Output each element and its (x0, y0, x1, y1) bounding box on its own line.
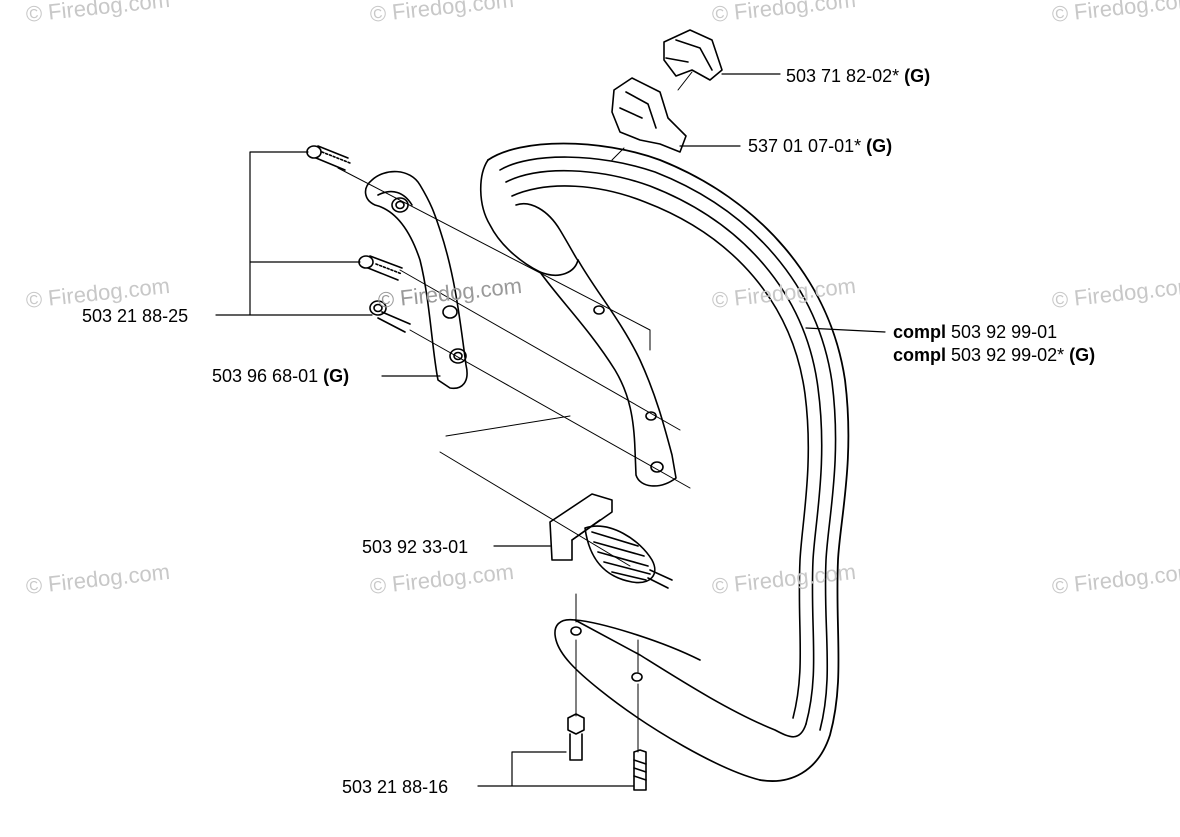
screw-bottom-right (633, 749, 647, 791)
clip-upper (663, 29, 723, 81)
part-prefix: compl (893, 345, 947, 365)
part-number: 503 92 33-01 (362, 537, 469, 557)
label-compl-503-92-99-01: compl 503 92 99-01 (893, 322, 1057, 342)
part-prefix: compl (893, 322, 947, 342)
assembly-lines (337, 71, 693, 753)
part-number: 503 21 88-16 (342, 777, 449, 797)
part-number: 503 96 68-01 (212, 366, 319, 386)
part-suffix: (G) (1069, 345, 1096, 365)
part-number: 537 01 07-01* (748, 136, 862, 156)
clip-lower (611, 77, 687, 153)
label-503-21-88-25: 503 21 88-25 (82, 306, 188, 326)
part-number: 503 92 99-01 (951, 322, 1058, 342)
screw-upper (306, 145, 351, 171)
screw-middle (358, 255, 403, 281)
label-503-21-88-16: 503 21 88-16 (342, 777, 448, 797)
label-503-92-33-01: 503 92 33-01 (362, 537, 468, 557)
part-suffix: (G) (904, 66, 931, 86)
front-handle-bar (479, 142, 850, 782)
part-number: 503 21 88-25 (82, 306, 189, 326)
part-number: 503 92 99-02* (951, 345, 1065, 365)
screw-lower (369, 300, 411, 333)
label-503-71-82-02: 503 71 82-02* (G) (786, 66, 930, 86)
label-537-01-07-01: 537 01 07-01* (G) (748, 136, 892, 156)
label-503-96-68-01: 503 96 68-01 (G) (212, 366, 349, 386)
label-compl-503-92-99-02: compl 503 92 99-02* (G) (893, 345, 1095, 365)
leader-lines (215, 73, 886, 787)
part-number: 503 71 82-02* (786, 66, 900, 86)
spring-buffer (549, 493, 673, 589)
handle-bracket (364, 170, 468, 390)
screw-bottom-left (567, 713, 585, 761)
part-suffix: (G) (323, 366, 350, 386)
part-suffix: (G) (866, 136, 893, 156)
